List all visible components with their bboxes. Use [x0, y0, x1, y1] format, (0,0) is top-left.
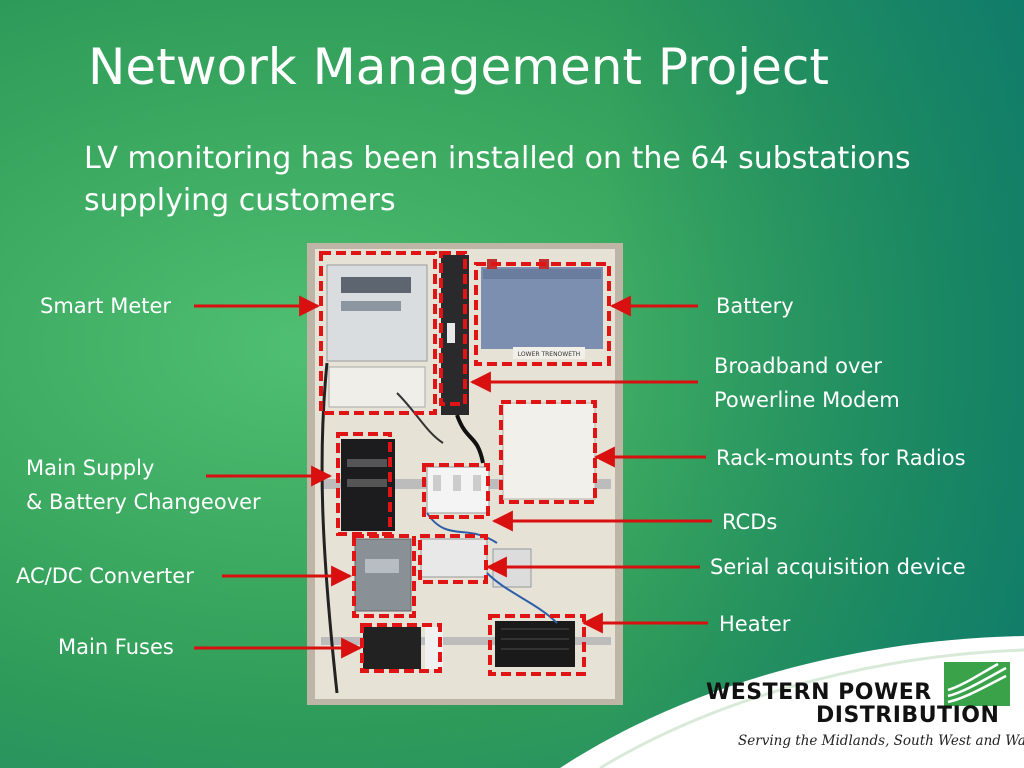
logo-text-line2: DISTRIBUTION	[816, 703, 1000, 728]
slide-subtitle: LV monitoring has been installed on the …	[84, 141, 911, 218]
label-main-supply-line1: Main Supply	[26, 456, 155, 480]
cabinet-photo: LOWER TRENOWETH	[307, 243, 623, 705]
label-rcds: RCDs	[722, 510, 778, 534]
box-serial	[418, 534, 488, 584]
label-ac-dc-converter: AC/DC Converter	[16, 564, 194, 588]
label-battery: Battery	[716, 294, 794, 318]
box-changeover	[336, 432, 392, 536]
box-ac-dc	[352, 534, 416, 618]
box-fuses	[360, 623, 442, 673]
box-smart-meter	[319, 251, 437, 415]
label-heater: Heater	[719, 612, 791, 636]
wpd-logo-icon	[944, 662, 1010, 706]
battery-sticker-text: LOWER TRENOWETH	[518, 351, 580, 358]
box-rcds	[422, 463, 490, 519]
label-main-supply-line2: & Battery Changeover	[26, 490, 261, 514]
logo-tagline: Serving the Midlands, South West and Wal…	[738, 733, 1024, 749]
box-battery	[474, 262, 611, 366]
slide-title: Network Management Project	[88, 38, 829, 96]
box-heater	[488, 614, 586, 676]
label-smart-meter: Smart Meter	[40, 294, 172, 318]
label-rack-mounts: Rack-mounts for Radios	[716, 446, 966, 470]
label-main-fuses: Main Fuses	[58, 635, 174, 659]
label-broadband-line2: Powerline Modem	[714, 388, 900, 412]
logo-swoosh-background	[560, 636, 1024, 768]
logo-text-line1: WESTERN POWER	[706, 680, 932, 705]
box-rack-mounts	[499, 400, 597, 504]
box-modem	[439, 251, 467, 406]
label-broadband-line1: Broadband over	[714, 354, 882, 378]
label-serial-device: Serial acquisition device	[710, 555, 966, 579]
